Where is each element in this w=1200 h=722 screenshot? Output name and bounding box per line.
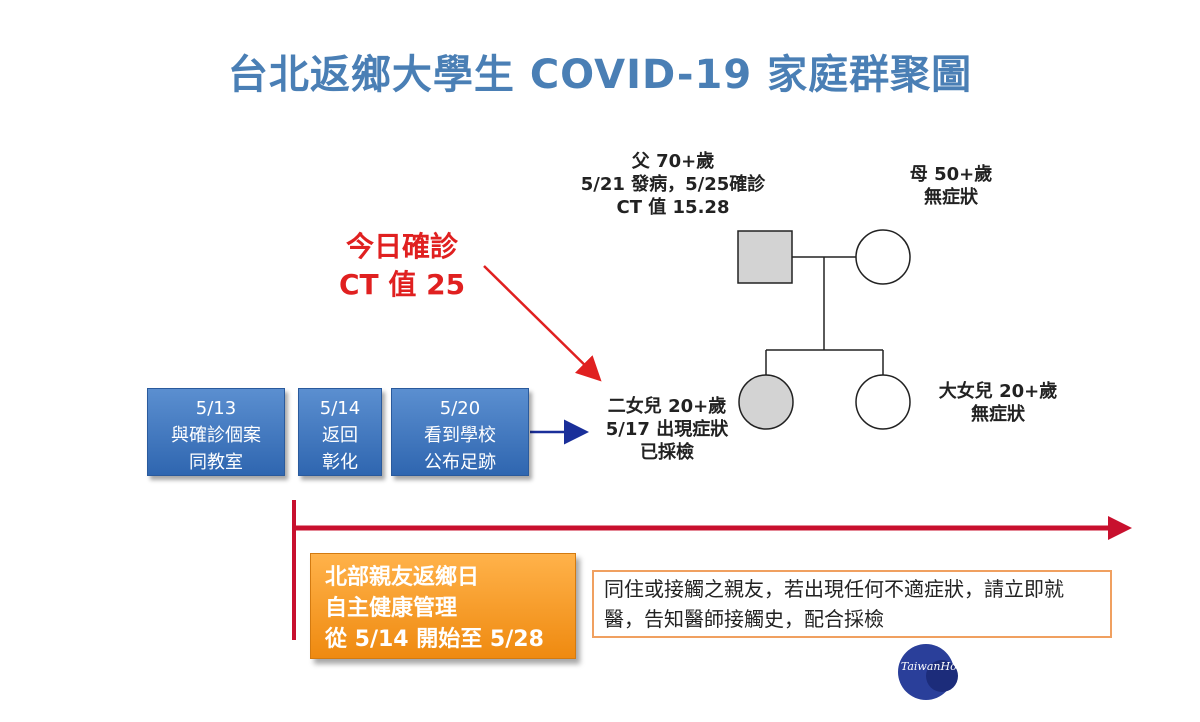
- timeline-box-0520: 5/20 看到學校 公布足跡: [391, 388, 529, 476]
- eldest-daughter-label: 大女兒 20+歲 無症狀: [938, 381, 1058, 425]
- father-symbol: [737, 230, 793, 284]
- taiwanhot-logo: [898, 644, 958, 700]
- timeline-arrowhead: [1108, 516, 1132, 540]
- second-daughter-symbol: [738, 374, 794, 430]
- mother-label: 母 50+歲 無症狀: [909, 164, 993, 208]
- page-title: 台北返鄉大學生 COVID-19 家庭群聚圖: [227, 52, 973, 98]
- today-diagnosed-label: 今日確診 CT 值 25: [338, 230, 466, 301]
- second-daughter-label: 二女兒 20+歲 5/17 出現症狀 已採檢: [605, 396, 729, 463]
- eldest-daughter-symbol: [855, 374, 911, 430]
- watermark-text: TaiwanHot: [900, 660, 962, 673]
- timeline-box-0513: 5/13 與確診個案 同教室: [147, 388, 285, 476]
- father-label: 父 70+歲 5/21 發病，5/25確診 CT 值 15.28: [580, 151, 766, 218]
- advisory-note: 同住或接觸之親友，若出現任何不適症狀，請立即就醫，告知醫師接觸史，配合採檢: [592, 570, 1112, 638]
- self-health-management-box: 北部親友返鄉日 自主健康管理 從 5/14 開始至 5/28: [310, 553, 576, 659]
- mother-symbol: [855, 229, 911, 285]
- timeline-box-0514: 5/14 返回 彰化: [298, 388, 382, 476]
- today-arrow: [483, 265, 602, 382]
